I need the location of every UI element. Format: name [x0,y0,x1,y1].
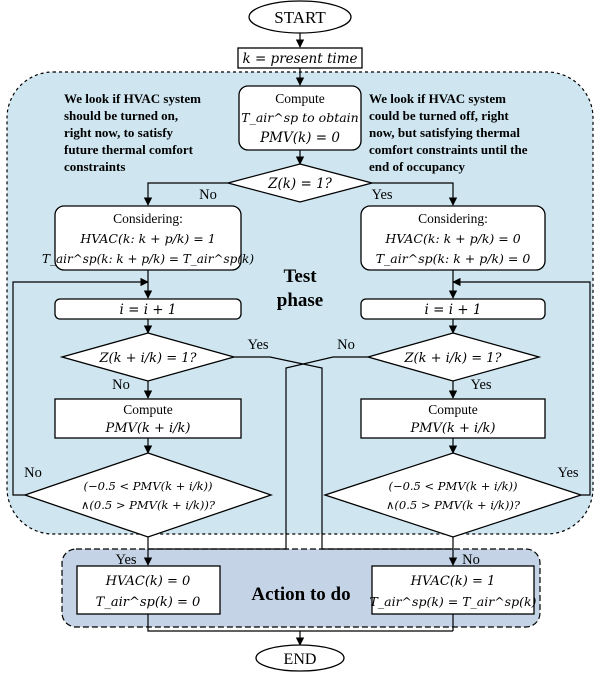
svg-text:future thermal comfort: future thermal comfort [64,142,194,157]
svg-text:could be turned off, right: could be turned off, right [369,108,509,123]
svg-text:Z(k + i/k) = 1?: Z(k + i/k) = 1? [98,351,197,366]
action-title: Action to do [251,584,350,605]
svg-text:(−0.5 < PMV(k + i/k)): (−0.5 < PMV(k + i/k)) [388,479,517,493]
init-label: k = present time [242,51,357,67]
svg-text:T_air^sp(k) = T_air^sp(k): T_air^sp(k) = T_air^sp(k) [370,594,537,609]
connectors [12,33,591,646]
label-no-top: No [199,187,217,203]
label-yes-left: Yes [247,337,268,353]
label-no-right-bottom: No [462,552,480,568]
svg-text:∧(0.5 > PMV(k + i/k))?: ∧(0.5 > PMV(k + i/k))? [386,498,521,512]
left-compute-pmv-box: Compute PMV(k + i/k) [54,398,242,439]
action-right-box: HVAC(k) = 1 T_air^sp(k) = T_air^sp(k) [370,565,537,615]
label-yes-right: Yes [470,377,491,393]
compute-setpoint-box: Compute T_air^sp to obtain PMV(k) = 0 [238,85,362,151]
svg-text:i = i + 1: i = i + 1 [119,302,176,318]
svg-text:T_air^sp(k: k + p/k) = T_air^s: T_air^sp(k: k + p/k) = T_air^sp(k) [42,252,254,266]
note-left: We look if HVAC system should be turned … [64,91,201,174]
right-decision-comfort: (−0.5 < PMV(k + i/k)) ∧(0.5 > PMV(k + i/… [322,452,584,538]
svg-text:now, but satisfying thermal: now, but satisfying thermal [369,125,520,140]
svg-text:Considering:: Considering: [418,211,488,226]
end-terminal: END [255,644,345,672]
right-compute-pmv-box: Compute PMV(k + i/k) [360,398,546,439]
svg-text:phase: phase [277,290,323,311]
svg-text:Compute: Compute [123,402,173,417]
svg-text:T_air^sp(k: k + p/k) = 0: T_air^sp(k: k + p/k) = 0 [376,251,531,266]
right-decision-occupancy: Z(k + i/k) = 1? [365,332,542,382]
svg-text:We look if HVAC system: We look if HVAC system [369,91,506,106]
svg-text:(−0.5 < PMV(k + i/k)): (−0.5 < PMV(k + i/k)) [83,479,212,493]
svg-text:HVAC(k: k + p/k) = 1: HVAC(k: k + p/k) = 1 [79,231,215,246]
svg-text:Z(k + i/k) = 1?: Z(k + i/k) = 1? [403,351,502,366]
compute-top-line2: T_air^sp to obtain [241,110,358,125]
right-considering-box: Considering: HVAC(k: k + p/k) = 0 T_air^… [360,205,546,271]
left-decision-comfort: (−0.5 < PMV(k + i/k)) ∧(0.5 > PMV(k + i/… [22,452,274,538]
svg-text:Compute: Compute [428,402,478,417]
svg-text:i = i + 1: i = i + 1 [424,302,481,318]
label-yes-right-loop: Yes [557,465,578,481]
label-no-left-loop: No [24,465,42,481]
label-yes-top: Yes [371,187,392,203]
label-yes-left-bottom: Yes [115,552,136,568]
svg-text:PMV(k + i/k): PMV(k + i/k) [104,421,190,436]
svg-text:Test: Test [283,266,317,287]
compute-top-line3: PMV(k) = 0 [259,130,340,146]
svg-text:comfort constraints until the: comfort constraints until the [369,142,528,157]
decision-occupancy: Z(k) = 1? [225,163,375,203]
label-no-left: No [112,377,130,393]
left-increment-box: i = i + 1 [54,298,242,320]
init-box: k = present time [237,47,363,69]
svg-text:PMV(k + i/k): PMV(k + i/k) [409,421,495,436]
left-decision-occupancy: Z(k + i/k) = 1? [59,332,237,382]
decision-top-label: Z(k) = 1? [267,176,333,192]
svg-text:should be turned on,: should be turned on, [64,108,178,123]
svg-text:HVAC(k) = 0: HVAC(k) = 0 [105,574,191,589]
test-phase-label: Test phase [277,266,323,311]
svg-text:HVAC(k) = 1: HVAC(k) = 1 [410,574,496,589]
compute-top-line1: Compute [275,91,325,106]
svg-text:T_air^sp(k) = 0: T_air^sp(k) = 0 [96,595,201,610]
svg-text:HVAC(k: k + p/k) = 0: HVAC(k: k + p/k) = 0 [384,231,520,246]
label-no-right: No [337,337,355,353]
note-right: We look if HVAC system could be turned o… [369,91,528,174]
start-label: START [274,8,326,27]
svg-text:Considering:: Considering: [113,211,183,226]
left-considering-box: Considering: HVAC(k: k + p/k) = 1 T_air^… [42,205,254,271]
svg-text:∧(0.5 > PMV(k + i/k))?: ∧(0.5 > PMV(k + i/k))? [81,498,216,512]
start-terminal: START [248,0,352,34]
svg-text:constraints: constraints [64,159,125,174]
svg-text:right now, to satisfy: right now, to satisfy [64,125,174,140]
end-label: END [284,651,317,668]
action-left-box: HVAC(k) = 0 T_air^sp(k) = 0 [76,565,221,615]
svg-text:We look if HVAC system: We look if HVAC system [64,91,201,106]
svg-text:end of occupancy: end of occupancy [369,159,466,174]
right-increment-box: i = i + 1 [360,298,546,320]
